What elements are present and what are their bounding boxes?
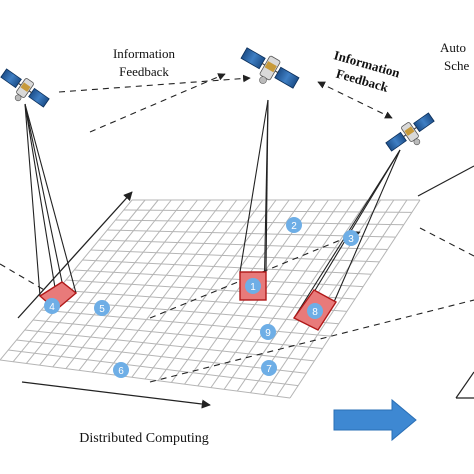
node-3: 3	[343, 230, 359, 246]
ground-grid	[0, 199, 421, 399]
svg-text:2: 2	[291, 221, 297, 232]
satellite-icon	[385, 112, 435, 152]
svg-text:4: 4	[49, 302, 55, 313]
grid-line	[123, 209, 412, 213]
grid-line	[65, 279, 356, 300]
node-group: 4 1 8 2 3 5 9 6 7	[44, 217, 359, 378]
right-arrow-icon	[333, 398, 417, 442]
grid-line	[82, 259, 372, 275]
grid-line	[24, 329, 315, 362]
info-feedback-left-line1: Information	[113, 46, 176, 61]
autonomous-label-line2: Sche	[444, 58, 470, 73]
grid-line	[16, 339, 307, 374]
svg-text:9: 9	[265, 328, 271, 339]
node-6: 6	[113, 362, 129, 378]
svg-text:7: 7	[266, 364, 272, 375]
grid-line	[49, 299, 339, 325]
satellite-beams	[24, 99, 401, 319]
node-4: 4	[44, 298, 60, 314]
grid-line	[115, 219, 404, 226]
svg-text:3: 3	[348, 234, 354, 245]
distributed-computing-label: Distributed Computing	[79, 431, 209, 446]
svg-text:5: 5	[99, 304, 105, 315]
satellite-icon	[240, 47, 300, 89]
svg-text:8: 8	[312, 307, 318, 318]
grid-line	[32, 319, 323, 349]
svg-text:6: 6	[118, 366, 124, 377]
grid-line	[57, 289, 347, 312]
grid-line	[41, 309, 331, 337]
node-8: 8	[307, 303, 323, 319]
node-9: 9	[260, 324, 276, 340]
grid-line	[98, 239, 388, 250]
autonomous-label-line1: Auto	[440, 40, 466, 55]
dashed-links	[0, 73, 474, 383]
node-2: 2	[286, 217, 302, 233]
node-5: 5	[94, 300, 110, 316]
satellite-icon	[0, 68, 50, 108]
node-7: 7	[261, 360, 277, 376]
svg-text:1: 1	[250, 282, 256, 293]
plane-axes	[17, 191, 211, 409]
node-1: 1	[245, 278, 261, 294]
info-feedback-left-line2: Feedback	[119, 64, 169, 79]
grid-line	[8, 349, 299, 387]
right-edge-lines	[417, 165, 474, 399]
grid-line	[0, 359, 291, 399]
